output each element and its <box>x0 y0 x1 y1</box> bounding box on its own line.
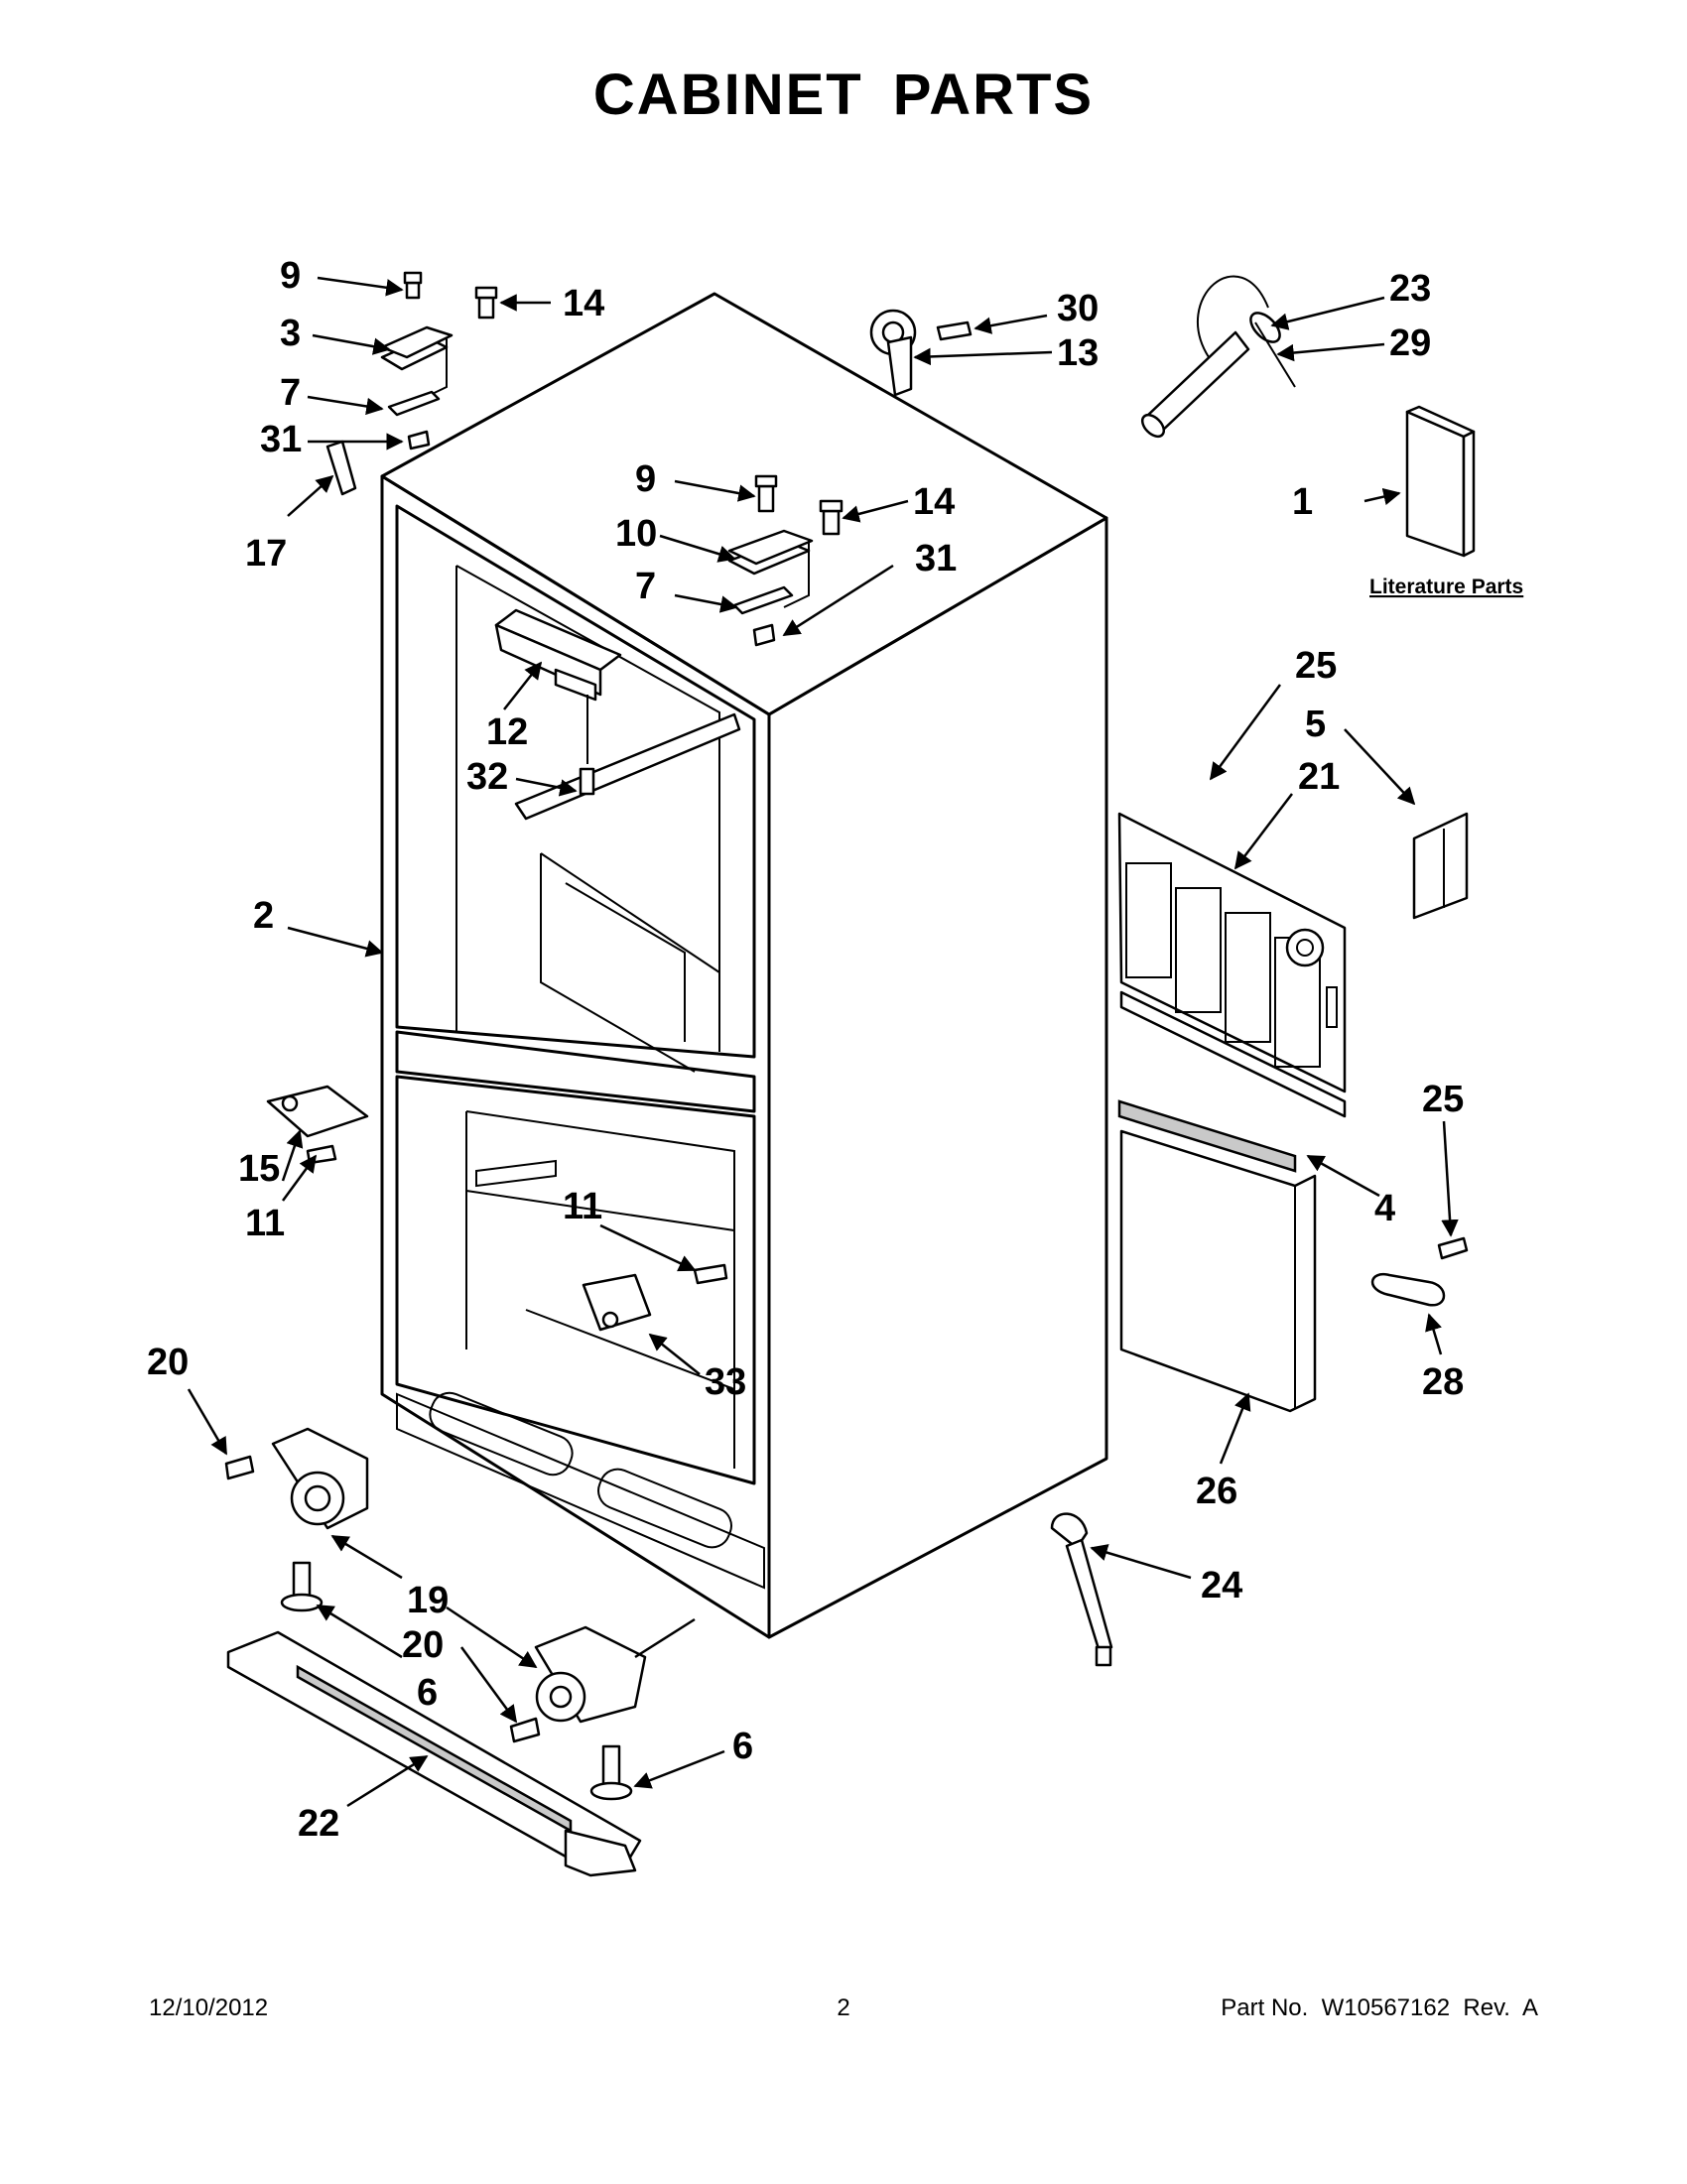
callout-7: 7 <box>635 566 656 607</box>
callout-32: 32 <box>466 756 508 798</box>
callout-33: 33 <box>705 1361 746 1403</box>
center-hinges <box>266 1085 728 1332</box>
leveling-legs <box>280 1561 633 1801</box>
callout-26: 26 <box>1196 1471 1237 1512</box>
leader-lines <box>187 276 1459 1808</box>
callout-19: 19 <box>407 1580 449 1621</box>
callout-20: 20 <box>402 1624 444 1666</box>
callout-6: 6 <box>732 1726 753 1767</box>
water-dispenser <box>494 608 622 796</box>
footer-part-number: Part No. W10567162 Rev. A <box>1221 1994 1538 2021</box>
callout-21: 21 <box>1298 756 1340 798</box>
tube-assembly <box>1140 275 1296 439</box>
toe-panel <box>1117 1099 1317 1413</box>
footer-page-number: 2 <box>837 1994 850 2021</box>
callout-11: 11 <box>245 1203 285 1244</box>
hinge-pin-assembly <box>869 309 973 397</box>
callout-11: 11 <box>563 1186 602 1227</box>
rear-access-panel <box>1117 812 1347 1118</box>
base-grille <box>226 1630 642 1877</box>
callout-6: 6 <box>417 1672 438 1714</box>
callout-24: 24 <box>1201 1565 1242 1606</box>
top-left-hinge <box>325 271 498 496</box>
callout-3: 3 <box>280 313 301 354</box>
callout-20: 20 <box>147 1342 189 1383</box>
callout-23: 23 <box>1389 268 1431 310</box>
clamp <box>1370 1236 1469 1307</box>
drain-tube <box>1050 1512 1113 1667</box>
callout-28: 28 <box>1422 1361 1464 1403</box>
callout-2: 2 <box>253 895 274 937</box>
literature-parts-label: Literature Parts <box>1369 576 1523 598</box>
page-title: CABINET PARTS <box>592 63 1095 127</box>
callout-25: 25 <box>1295 645 1337 687</box>
callout-31: 31 <box>260 419 302 460</box>
callout-15: 15 <box>238 1148 280 1190</box>
callout-25: 25 <box>1422 1079 1464 1120</box>
callout-13: 13 <box>1057 332 1099 374</box>
callout-10: 10 <box>615 513 657 555</box>
literature-parts: Literature Parts <box>1369 405 1523 598</box>
footer-date: 12/10/2012 <box>149 1994 269 2021</box>
callout-14: 14 <box>913 481 955 523</box>
rollers <box>224 1427 647 1743</box>
callout-17: 17 <box>245 533 287 575</box>
callout-31: 31 <box>915 538 957 579</box>
callout-9: 9 <box>635 458 656 500</box>
callout-9: 9 <box>280 255 301 297</box>
callout-22: 22 <box>298 1803 339 1845</box>
callout-5: 5 <box>1305 704 1326 745</box>
side-bracket <box>1412 812 1469 920</box>
callout-12: 12 <box>486 711 528 753</box>
callout-labels: 9 3 7 31 17 14 9 10 7 14 31 30 13 23 29 … <box>147 255 1464 1845</box>
callout-7: 7 <box>280 372 301 414</box>
callout-14: 14 <box>563 283 604 324</box>
callout-1: 1 <box>1292 481 1313 523</box>
callout-30: 30 <box>1057 288 1099 329</box>
callout-29: 29 <box>1389 322 1431 364</box>
top-center-hinge <box>727 474 844 647</box>
callout-4: 4 <box>1374 1188 1395 1229</box>
